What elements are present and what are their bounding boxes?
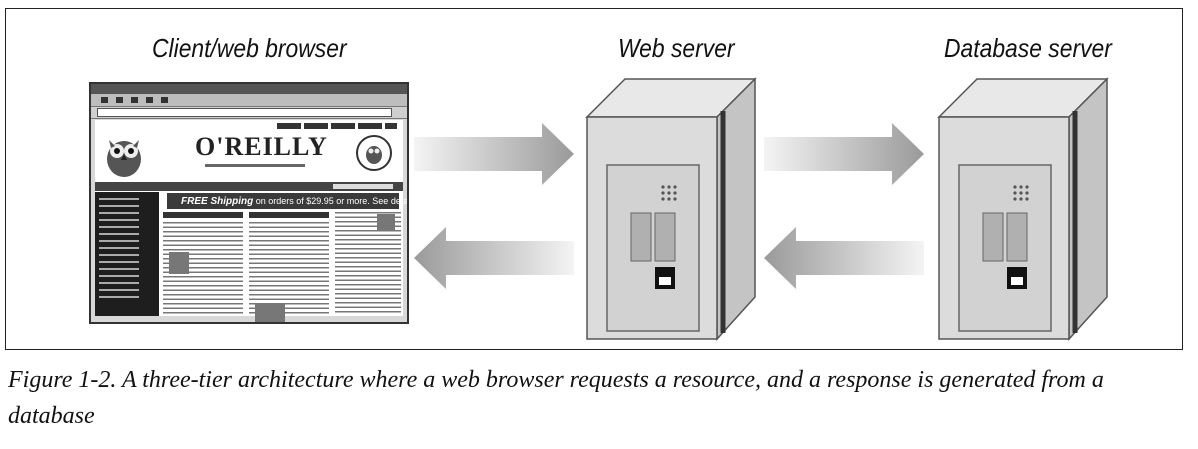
- figure-caption: Figure 1-2. A three-tier architecture wh…: [8, 367, 1104, 429]
- forward-icon: [116, 97, 123, 103]
- response-arrow-to-browser: [414, 227, 574, 289]
- browser-sidebar: [95, 192, 159, 316]
- content-column: [249, 222, 329, 314]
- browser-screenshot: O'REILLY FREE Shipping on orders of $29.…: [89, 82, 409, 324]
- owl-logo-icon: [107, 140, 141, 177]
- response-arrow-to-web-server: [764, 227, 924, 289]
- browser-nav-bar: [95, 182, 403, 191]
- request-arrow-to-database: [764, 123, 924, 185]
- content-image: [169, 252, 189, 274]
- database-server-icon: [937, 77, 1109, 341]
- content-image: [377, 214, 395, 230]
- request-arrow-to-web-server: [414, 123, 574, 185]
- oreilly-logo: O'REILLY: [195, 132, 328, 161]
- column-header: [249, 212, 329, 218]
- browser-address-bar: [91, 107, 407, 119]
- seal-icon: [356, 135, 392, 171]
- print-icon: [161, 97, 168, 103]
- shipping-banner-bold: FREE Shipping: [181, 196, 254, 207]
- address-box: [97, 108, 392, 117]
- figure-frame: Client/web browser Web server Database s…: [5, 8, 1183, 350]
- reload-icon: [131, 97, 138, 103]
- back-icon: [101, 97, 108, 103]
- content-image: [255, 304, 285, 322]
- column-header: [163, 212, 243, 218]
- shipping-banner: FREE Shipping on orders of $29.95 or mor…: [167, 193, 407, 209]
- client-label: Client/web browser: [152, 33, 347, 63]
- web-server-icon: [585, 77, 757, 341]
- database-server-label: Database server: [944, 33, 1112, 63]
- browser-toolbar: [91, 94, 407, 107]
- shipping-banner-text: on orders of $29.95 or more. See details…: [255, 196, 409, 206]
- top-links-strip: [277, 123, 397, 129]
- logo-tagline: [205, 164, 305, 167]
- home-icon: [146, 97, 153, 103]
- web-server-label: Web server: [618, 33, 735, 63]
- browser-page: O'REILLY FREE Shipping on orders of $29.…: [95, 120, 407, 322]
- browser-titlebar: [91, 84, 407, 94]
